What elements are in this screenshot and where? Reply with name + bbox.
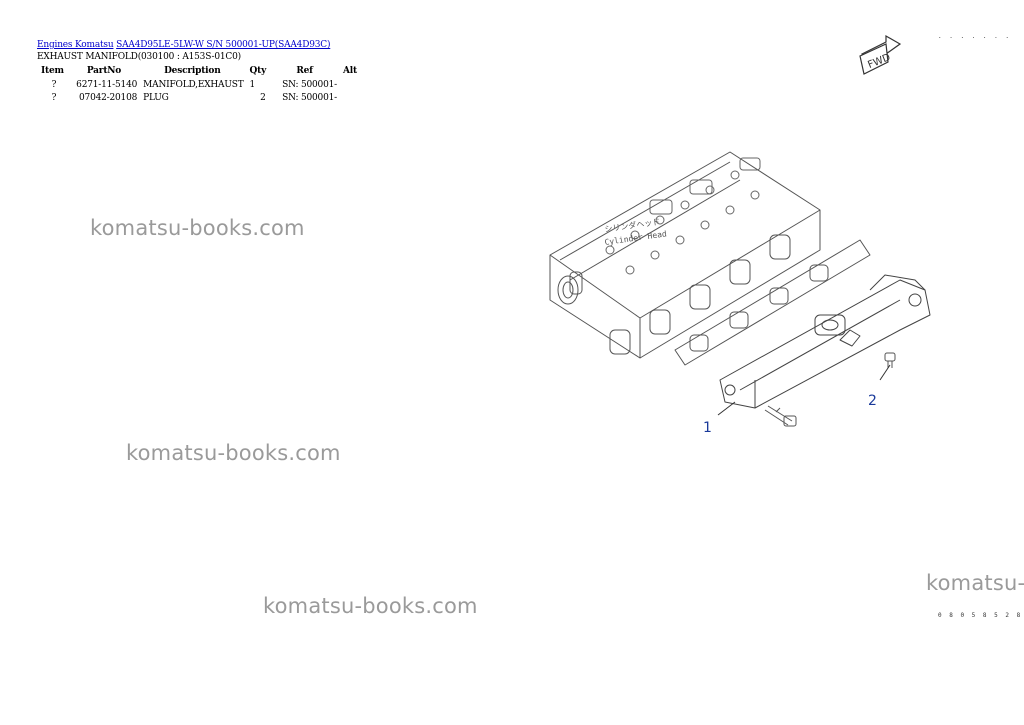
cell-partno: 6271-11-5140 [76, 80, 138, 90]
cell-ref: SN: 500001- [282, 93, 337, 103]
exhaust-manifold-diagram: シリンダヘッド Cylinder Head 1 2 [549, 151, 931, 436]
callout-2: 2 [868, 393, 877, 409]
table-row: ? 6271-11-5140 MANIFOLD,EXHAUST 1 SN: 50… [37, 79, 362, 92]
cell-description: MANIFOLD,EXHAUST [143, 80, 244, 90]
forward-arrow-icon: FWD [859, 34, 902, 75]
parts-table: Item PartNo Description Qty Ref Alt ? 62… [37, 65, 362, 105]
callout-1: 1 [703, 420, 712, 436]
cell-alt [339, 92, 362, 105]
cell-item: ? [51, 93, 57, 103]
section-title: EXHAUST MANIFOLD(030100 : A153S-01C0) [37, 52, 241, 62]
bolt-drawing [764, 405, 797, 427]
cylinder-head-drawing [549, 151, 821, 359]
table-header-row: Item PartNo Description Qty Ref Alt [37, 65, 362, 79]
gasket-drawing [674, 239, 871, 366]
watermark: komatsu-books.com [263, 594, 478, 618]
cell-partno: 07042-20108 [79, 93, 138, 103]
cell-ref: SN: 500001- [282, 80, 337, 90]
cell-alt [339, 79, 362, 92]
drawing-number: 0 8 0 5 8 5 2 8 [938, 612, 1023, 619]
cell-qty: 1 [249, 80, 256, 90]
watermark: komatsu-books.com [90, 216, 305, 240]
watermark: komatsu-books.com [126, 441, 341, 465]
breadcrumb-link-model[interactable]: SAA4D95LE-5LW-W S/N 500001-UP(SAA4D93C) [116, 40, 331, 50]
exhaust-manifold-drawing [719, 274, 931, 409]
col-header-partno: PartNo [86, 66, 122, 76]
col-header-description: Description [164, 66, 221, 76]
cell-description: PLUG [143, 93, 169, 103]
plug-drawing [884, 352, 896, 368]
breadcrumb: Engines Komatsu SAA4D95LE-5LW-W S/N 5000… [37, 40, 330, 50]
drawing-top-code: . . . . . . . [938, 33, 1011, 40]
cell-qty: 2 [260, 93, 266, 103]
col-header-ref: Ref [296, 66, 313, 76]
col-header-alt: Alt [342, 66, 357, 76]
col-header-item: Item [41, 66, 64, 76]
cell-item: ? [51, 80, 57, 90]
breadcrumb-link-engines[interactable]: Engines Komatsu [37, 40, 114, 50]
table-row: ? 07042-20108 PLUG 2 SN: 500001- [37, 92, 362, 105]
col-header-qty: Qty [249, 66, 267, 76]
watermark: komatsu- [926, 571, 1024, 595]
